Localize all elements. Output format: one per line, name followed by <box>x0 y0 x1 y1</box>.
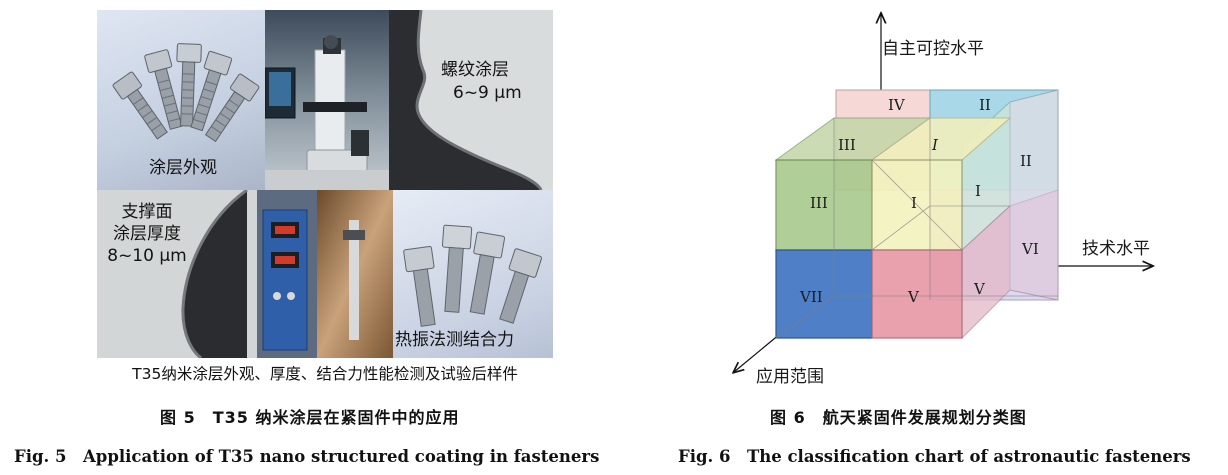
cell-I-front-label: I <box>911 194 917 212</box>
support-face-profile <box>97 190 248 358</box>
thread-thickness-label: 6~9 μm <box>453 83 522 103</box>
cell-I-side-label: I <box>975 182 981 200</box>
support-face-micrograph: 支撑面 涂层厚度 8~10 μm <box>97 190 257 358</box>
figure-6-diagram: 自主可控水平 技术水平 应用范围 IV II III I II I III I … <box>720 0 1228 400</box>
microscope-photo <box>265 10 389 190</box>
cell-V-front-label: V <box>907 288 920 306</box>
cell-II-top-label: II <box>979 96 991 114</box>
bolts-illustration <box>112 43 260 143</box>
thread-coating-label: 螺纹涂层 <box>441 60 509 80</box>
hidden-edges <box>775 118 1058 339</box>
post-test-bolts-illustration <box>403 224 543 327</box>
cell-V-side-label: V <box>973 280 986 298</box>
microscope-illustration <box>265 35 389 190</box>
coating-thickness-label: 涂层厚度 <box>113 224 181 244</box>
cell-VII-label: VII <box>799 288 823 306</box>
support-face-label: 支撑面 <box>121 202 173 222</box>
cell-IV-label: IV <box>888 96 906 114</box>
figure-5-caption-zh: 图 5 T35 纳米涂层在紧固件中的应用 <box>160 408 460 427</box>
coating-appearance-photo: 涂层外观 <box>97 10 265 190</box>
thread-coating-micrograph: 螺纹涂层 6~9 μm <box>389 10 553 190</box>
cell-VI-label: VI <box>1021 240 1039 258</box>
horizontal-axis-label: 技术水平 <box>1082 239 1150 259</box>
thread-profile <box>389 10 543 190</box>
cell-II-side-label: II <box>1020 152 1032 170</box>
diagonal-axis-label: 应用范围 <box>756 367 824 387</box>
figure-5-collage: 涂层外观 螺纹涂层 6~9 μm <box>97 10 553 358</box>
support-thickness-value: 8~10 μm <box>107 246 187 266</box>
front-bottom-left-block <box>775 249 873 339</box>
cell-III-top-label: III <box>838 136 856 154</box>
vertical-axis-label: 自主可控水平 <box>882 39 984 59</box>
equipment-illustration <box>257 190 393 358</box>
figure-6-caption-en: Fig. 6 The classification chart of astro… <box>678 447 1191 466</box>
cell-I-top-label: I <box>931 136 939 154</box>
front-bottom-right-block <box>871 249 963 339</box>
thermal-shock-equipment-photo <box>257 190 393 358</box>
post-test-bolts-photo: 热振法测结合力 <box>393 190 553 358</box>
figure-5-caption-en: Fig. 5 Application of T35 nano structure… <box>14 447 600 466</box>
bond-force-label: 热振法测结合力 <box>395 330 514 350</box>
appearance-label: 涂层外观 <box>149 158 217 178</box>
figure-5-subcaption: T35纳米涂层外观、厚度、结合力性能检测及试验后样件 <box>132 365 518 383</box>
front-top-left-block <box>775 159 873 251</box>
classification-cube-svg: 自主可控水平 技术水平 应用范围 IV II III I II I III I … <box>720 0 1228 387</box>
cell-III-front-label: III <box>810 194 828 212</box>
figure-6-caption-zh: 图 6 航天紧固件发展规划分类图 <box>770 408 1027 427</box>
right-face-back-column <box>1009 89 1059 301</box>
